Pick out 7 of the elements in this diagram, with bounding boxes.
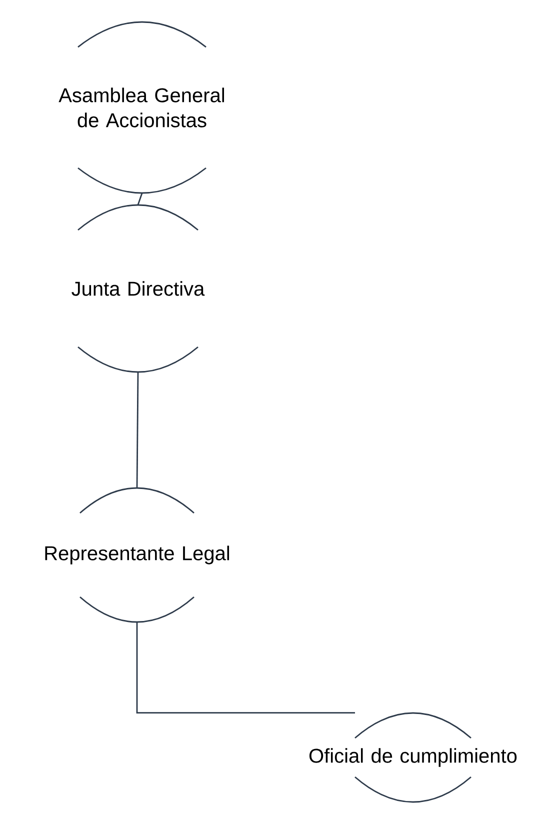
org-node: Oficial de cumplimiento [309,712,517,803]
connector-line [136,622,355,714]
org-node: Asamblea General de Accionistas [58,21,224,194]
org-node: Junta Directiva [72,204,205,373]
connector-line [136,372,139,488]
org-node: Representante Legal [45,487,230,623]
connector-line [137,192,143,206]
